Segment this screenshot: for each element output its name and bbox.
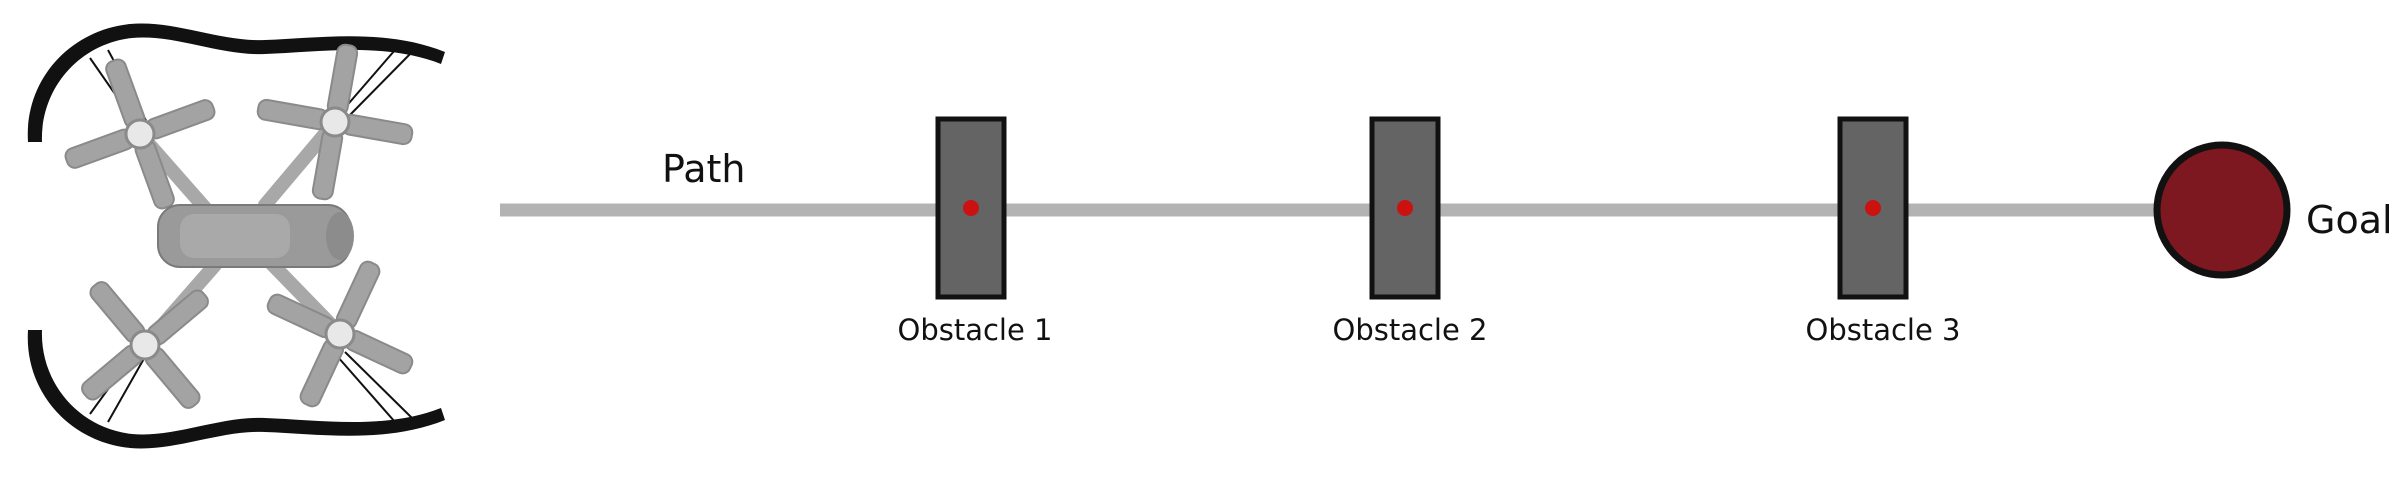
obstacle-3: [1837, 116, 1909, 300]
quadcopter-drone-icon: [27, 23, 446, 449]
obstacle-1-label: Obstacle 1: [898, 313, 1053, 347]
obstacle-3-label: Obstacle 3: [1806, 313, 1961, 347]
path-label: Path: [662, 147, 745, 191]
goal-marker-icon: [2153, 141, 2291, 279]
obstacle-2: [1369, 116, 1441, 300]
obstacle-2-center-dot: [1397, 200, 1413, 216]
goal-label: Goal: [2306, 198, 2393, 242]
obstacle-3-center-dot: [1865, 200, 1881, 216]
obstacle-2-label: Obstacle 2: [1333, 313, 1488, 347]
obstacle-1: [935, 116, 1007, 300]
obstacle-1-center-dot: [963, 200, 979, 216]
